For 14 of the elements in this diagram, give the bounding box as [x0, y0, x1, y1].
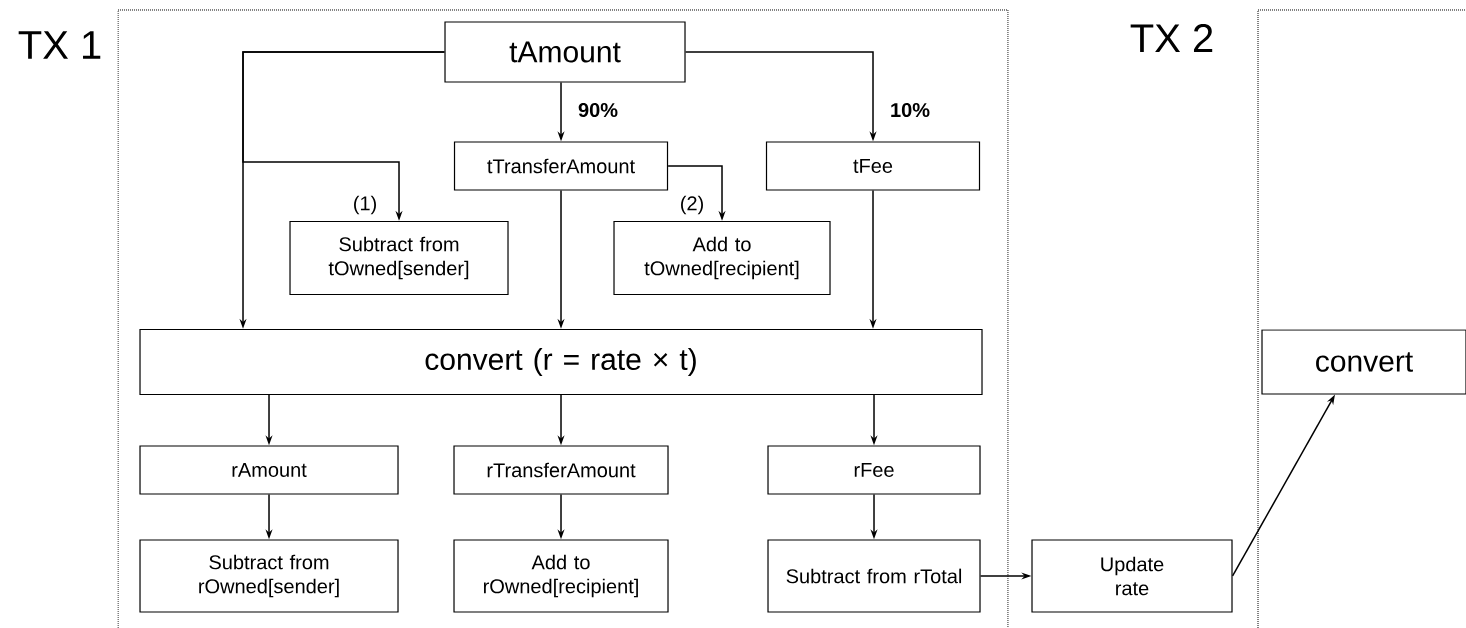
process-box: convert (r = rate × t) [139, 328, 983, 396]
process-box: Update rate [1031, 539, 1233, 613]
process-box: Add to rOwned[recipient] [453, 539, 669, 613]
process-box: Add to tOwned[recipient] [613, 220, 831, 296]
process-box: rTransferAmount [453, 445, 669, 495]
process-box: Subtract from tOwned[sender] [289, 220, 509, 296]
process-box: Subtract from rTotal [767, 539, 981, 613]
process-box: tTransferAmount [453, 141, 669, 191]
process-box: Subtract from rOwned[sender] [139, 539, 399, 613]
process-box: rFee [767, 445, 981, 495]
process-box: convert [1261, 329, 1466, 395]
process-box: tFee [765, 141, 981, 191]
process-box: rAmount [139, 445, 399, 495]
process-box: tAmount [444, 21, 686, 83]
